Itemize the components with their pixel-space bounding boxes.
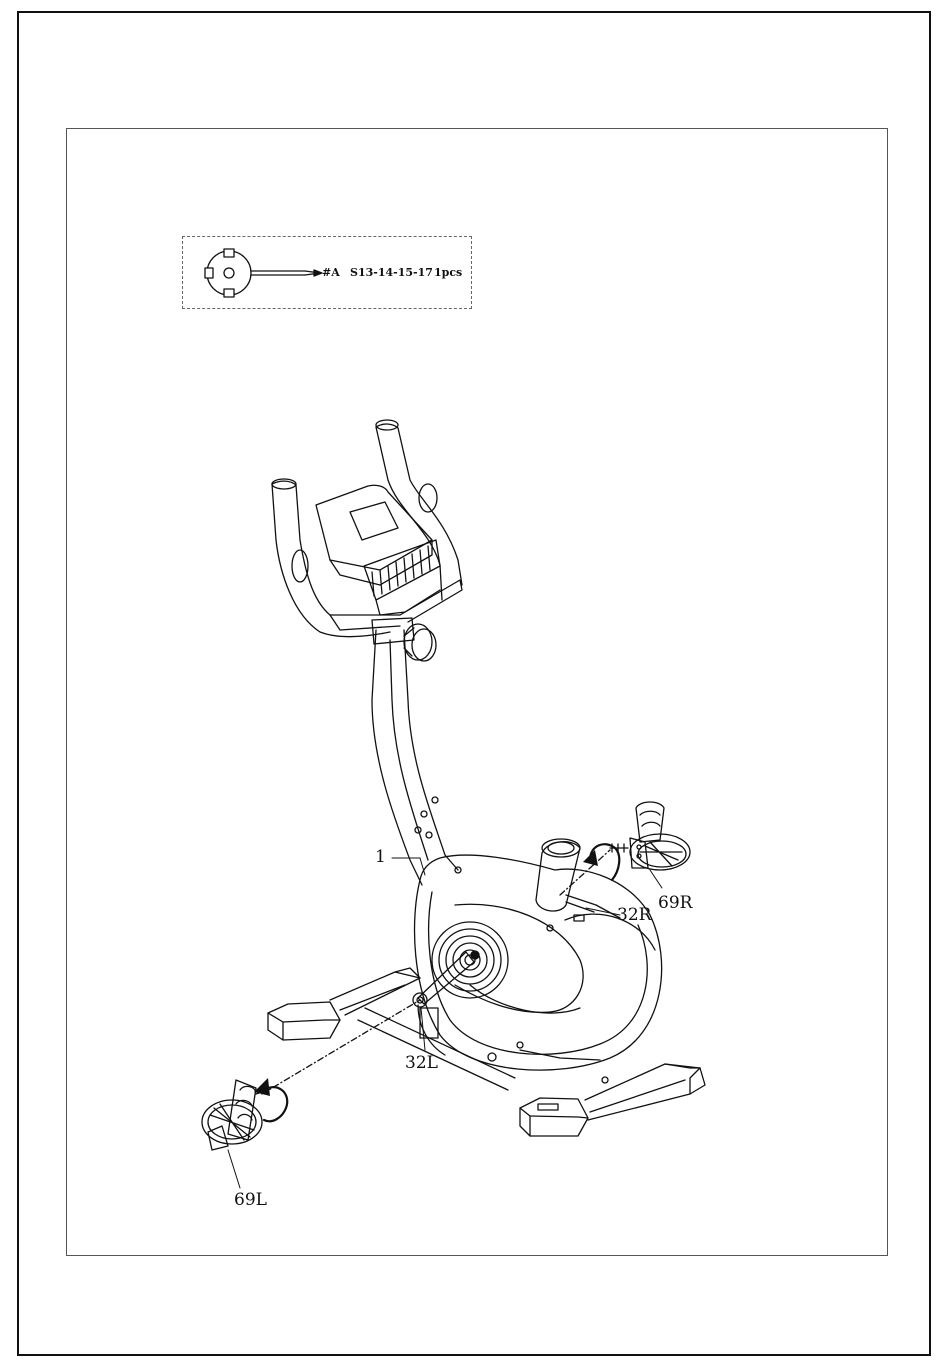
tension-knob (404, 624, 436, 661)
part-label-69L: 69L (234, 1190, 267, 1210)
wrench-icon (205, 249, 322, 297)
leader-69L (228, 1150, 240, 1188)
front-stabilizer (268, 968, 420, 1040)
part-label-1: 1 (375, 847, 386, 867)
seat-post (536, 839, 620, 921)
tool-sizes: S13-14-15-17 (350, 266, 433, 279)
part-label-32R: 32R (617, 905, 651, 925)
console (316, 485, 440, 615)
pedal-right (610, 802, 690, 870)
upright-column (372, 618, 458, 885)
assembly-line-left (262, 1000, 420, 1094)
handlebar (272, 420, 462, 637)
leader-lines (228, 858, 662, 1188)
tool-code: #A (322, 266, 340, 279)
leader-32L (421, 1008, 425, 1050)
rear-stabilizer (520, 1064, 705, 1136)
tool-qty: 1pcs (434, 266, 462, 279)
part-label-32L: 32L (405, 1053, 438, 1073)
part-label-69R: 69R (658, 893, 692, 913)
leader-69R (650, 870, 662, 888)
